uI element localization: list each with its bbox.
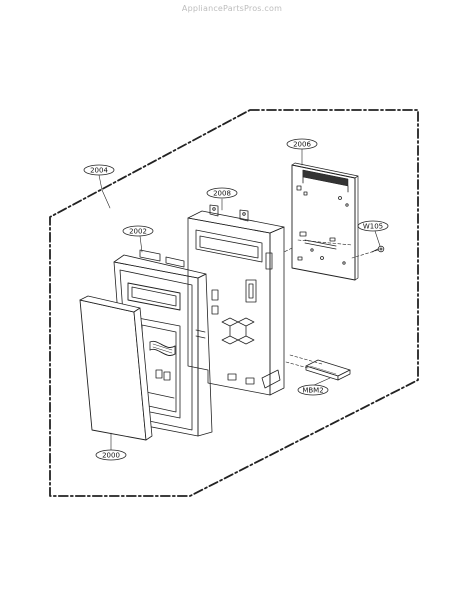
callout-w105: W105 [357,220,389,232]
callout-2002: 2002 [122,225,154,237]
svg-text:MBM2: MBM2 [302,387,323,395]
svg-text:W105: W105 [363,223,383,231]
callout-2000: 2000 [95,449,127,461]
front-cover-panel-2000[interactable] [79,295,153,441]
assembly-boundary [49,109,419,497]
svg-text:2000: 2000 [102,452,120,460]
svg-text:2002: 2002 [129,228,147,236]
watermark: AppliancePartsPros.com [181,4,283,13]
callout-2004: 2004 [83,164,115,176]
pcb-board-2006[interactable] [291,162,359,281]
membrane-connector-mbm2[interactable] [305,359,351,381]
callout-mbm2: MBM2 [297,384,329,396]
svg-text:2006: 2006 [293,141,311,149]
control-bracket-2008[interactable] [187,204,285,396]
callout-2006: 2006 [286,138,318,150]
keypad-cutouts [221,317,255,345]
svg-text:2004: 2004 [90,167,108,175]
svg-text:2008: 2008 [213,190,231,198]
callout-2008: 2008 [206,187,238,199]
membrane-ribbon [149,340,176,356]
screw-w105[interactable] [371,245,385,253]
